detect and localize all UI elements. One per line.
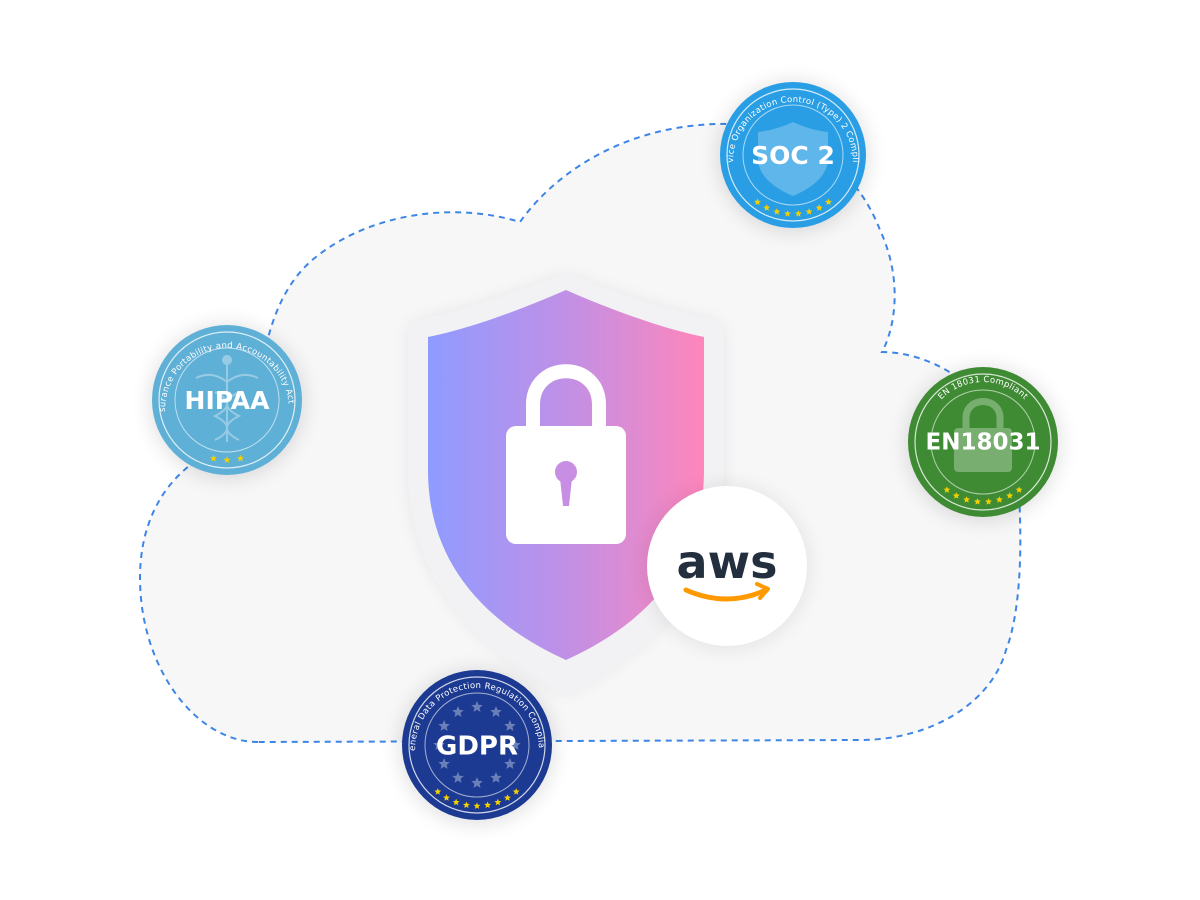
hipaa-title: HIPAA [185,386,271,415]
eu-star-icon [509,739,521,750]
star-icon [815,204,823,211]
star-icon [462,801,470,808]
soc2-title: SOC 2 [751,141,835,170]
en18031-stars [943,486,1023,505]
aws-logo: aws [645,485,809,649]
shield-lock-icon [428,290,704,660]
soc2-arc-text: Service Organization Control (Type) 2 Co… [0,0,860,163]
soc2-badge: Service Organization Control (Type) 2 Co… [0,0,868,232]
eu-star-icon [490,771,502,783]
star-icon [795,210,802,217]
eu-star-icon [504,720,516,731]
star-icon [805,208,813,215]
star-icon [484,801,492,808]
eu-star-icon [433,739,445,750]
eu-star-icon [452,771,464,783]
eu-stars-icon [433,701,521,788]
en18031-badge: EN 18031 Compliant EN18031 [906,367,1060,521]
eu-star-icon [471,777,483,788]
star-icon [434,788,442,795]
star-icon [974,498,981,505]
caduceus-icon [195,355,259,442]
gdpr-stars [434,788,520,809]
star-icon [504,794,511,801]
star-icon [952,492,960,499]
eu-star-icon [438,758,450,769]
eu-star-icon [490,706,502,717]
svg-text:Service Organization Control (: Service Organization Control (Type) 2 Co… [0,0,860,163]
aws-logo-text: aws [677,535,778,589]
star-icon [237,454,244,462]
star-icon [452,798,460,806]
star-icon [1006,492,1014,499]
star-icon [943,486,951,493]
hipaa-arc-text: Health Insurance Portability and Account… [0,0,296,412]
star-icon [784,210,791,217]
eu-star-icon [471,701,483,712]
en18031-title: EN18031 [926,430,1041,456]
eu-star-icon [438,720,450,731]
padlock-icon [954,398,1012,472]
star-icon [1015,486,1023,493]
gdpr-title: GDPR [436,732,518,762]
star-icon [763,204,771,211]
star-icon [223,456,231,463]
star-icon [995,496,1003,503]
star-icon [494,798,502,806]
aws-smile-icon [683,587,769,602]
star-icon [825,198,832,206]
star-icon [443,794,450,801]
soc2-stars [754,198,832,217]
star-icon [210,454,217,462]
eu-star-icon [504,758,516,769]
shield-icon [758,122,828,196]
hipaa-stars [210,454,244,463]
star-icon [473,802,481,809]
svg-text:Health Insurance Portability a: Health Insurance Portability and Account… [0,0,296,412]
star-icon [985,498,992,505]
hipaa-badge: Health Insurance Portability and Account… [0,0,304,479]
eu-star-icon [452,706,464,717]
star-icon [963,496,971,503]
star-icon [512,788,520,795]
star-icon [754,198,761,206]
star-icon [773,208,781,215]
